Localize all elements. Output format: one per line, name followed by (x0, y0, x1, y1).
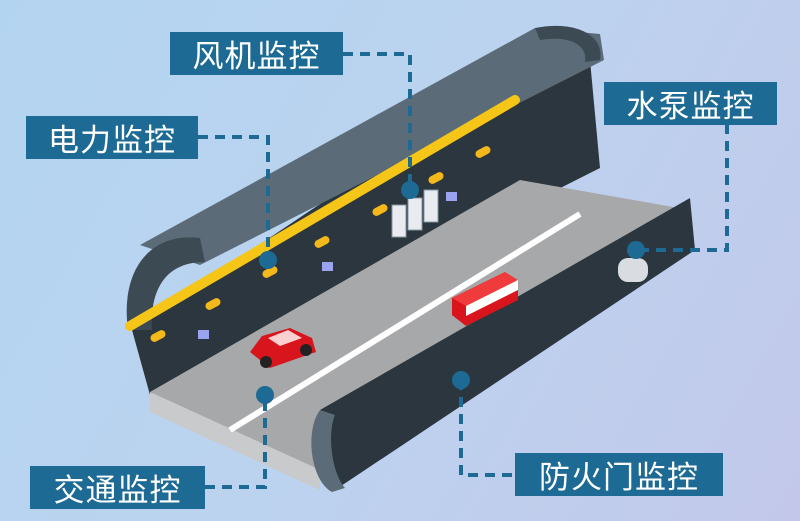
red-truck (452, 272, 518, 326)
pump-marker (627, 241, 645, 259)
fire-door-marker (452, 371, 470, 389)
wall-panels (198, 192, 457, 339)
power-monitor-label: 电力监控 (26, 116, 198, 159)
light-stripe (125, 95, 520, 331)
lane-line (228, 211, 582, 433)
traffic-marker (256, 386, 274, 404)
tunnel-side-wall (320, 198, 695, 492)
power-marker (259, 251, 277, 269)
road-front (150, 392, 320, 490)
side-wall-cap (311, 410, 345, 492)
fan-marker (401, 181, 419, 199)
markers (256, 181, 645, 404)
fire-door-monitor-label: 防火门监控 (515, 453, 723, 496)
tunnel-end-cap (126, 237, 205, 330)
fan-monitor-label: 风机监控 (170, 32, 343, 75)
fan-units (391, 189, 439, 238)
traffic-monitor-label: 交通监控 (30, 466, 205, 509)
tunnel-far-cap (535, 25, 601, 63)
tunnel-interior-wall (132, 60, 600, 395)
tunnel-shell (140, 28, 604, 265)
connector-lines (198, 52, 729, 489)
red-car (250, 328, 316, 368)
pump-monitor-label: 水泵监控 (604, 82, 777, 125)
water-pump (618, 258, 648, 282)
tunnel-lamps (150, 146, 491, 342)
